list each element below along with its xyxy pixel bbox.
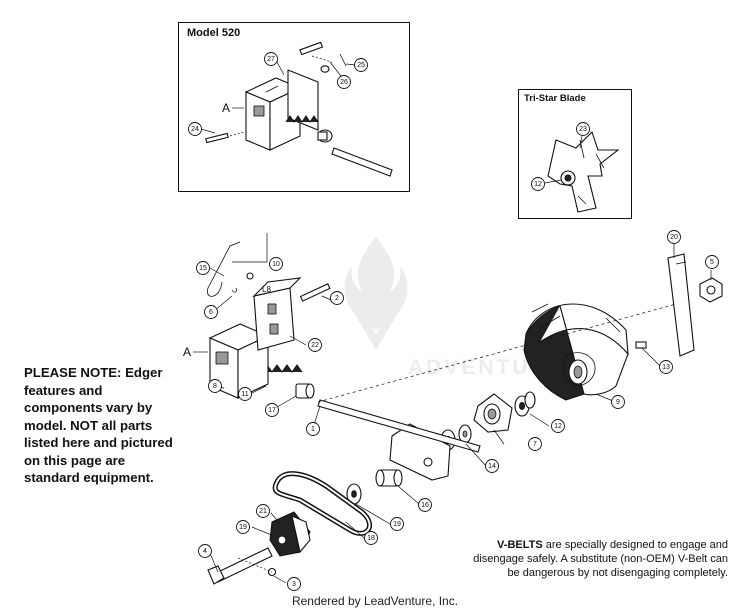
callout-number: 20 — [670, 234, 678, 241]
callout-number: 23 — [579, 126, 587, 133]
callout-6: 6 — [204, 305, 218, 319]
part-idler-bracket — [269, 511, 311, 557]
part-bracket-bar — [667, 253, 695, 357]
callout-21: 21 — [256, 504, 270, 518]
callout-19: 19 — [236, 520, 250, 534]
vbelt-warning: V-BELTS are specially designed to engage… — [460, 538, 728, 580]
callout-11: 11 — [238, 387, 252, 401]
callout-number: 5 — [710, 259, 714, 266]
reference-label-main: A — [183, 345, 191, 359]
callout-16: 16 — [418, 498, 432, 512]
callout-number: 27 — [267, 56, 275, 63]
callout-number: 16 — [421, 502, 429, 509]
callout-number: 1 — [311, 426, 315, 433]
callout-14: 14 — [485, 459, 499, 473]
part-blade-guard — [523, 303, 629, 401]
callout-number: 7 — [533, 441, 537, 448]
callout-15: 15 — [196, 261, 210, 275]
callout-number: 17 — [268, 407, 276, 414]
part-bolt — [207, 547, 273, 585]
callout-number: 24 — [191, 126, 199, 133]
callout-number: 4 — [203, 548, 207, 555]
callout-number: 21 — [259, 508, 267, 515]
svg-text:L8: L8 — [262, 285, 271, 294]
callout-number: 15 — [199, 265, 207, 272]
callout-number: 19 — [239, 524, 247, 531]
callout-4: 4 — [198, 544, 212, 558]
watermark-text: ADVENTURE — [408, 356, 566, 379]
callout-24: 24 — [188, 122, 202, 136]
callout-number: 26 — [340, 79, 348, 86]
callout-22: 22 — [308, 338, 322, 352]
callout-8: 8 — [208, 379, 222, 393]
callout-7: 7 — [528, 437, 542, 451]
edger-note: PLEASE NOTE: Edger features and componen… — [24, 365, 173, 485]
model-520-assembly: A — [200, 41, 393, 177]
part-spacer — [375, 469, 403, 487]
callout-3: 3 — [287, 577, 301, 591]
callout-number: 13 — [662, 364, 670, 371]
inset-title-blade: Tri-Star Blade — [524, 93, 586, 104]
callout-number: 22 — [311, 342, 319, 349]
footer-credit: Rendered by LeadVenture, Inc. — [291, 594, 459, 608]
callout-10: 10 — [269, 257, 283, 271]
main-assembly: L8 A — [183, 233, 723, 585]
callout-number: 14 — [488, 463, 496, 470]
callout-number: 12 — [554, 423, 562, 430]
flame-icon — [344, 236, 408, 330]
callout-number: 6 — [209, 309, 213, 316]
callout-13: 13 — [659, 360, 673, 374]
callout-12: 12 — [551, 419, 565, 433]
callout-26: 26 — [337, 75, 351, 89]
callout-20: 20 — [667, 230, 681, 244]
callout-12: 12 — [531, 177, 545, 191]
reference-label-model: A — [222, 101, 230, 115]
callout-9: 9 — [611, 395, 625, 409]
callout-23: 23 — [576, 122, 590, 136]
callout-number: 18 — [367, 535, 375, 542]
callout-18: 18 — [364, 531, 378, 545]
tri-star-blade — [544, 130, 620, 213]
callout-number: 12 — [534, 181, 542, 188]
callout-number: 19 — [393, 521, 401, 528]
vbelt-warning-bold: V-BELTS — [497, 539, 543, 551]
callout-17: 17 — [265, 403, 279, 417]
callout-1: 1 — [306, 422, 320, 436]
callout-19: 19 — [390, 517, 404, 531]
callout-number: 25 — [357, 62, 365, 69]
inset-title-model: Model 520 — [187, 27, 241, 39]
callout-25: 25 — [354, 58, 368, 72]
callout-number: 9 — [616, 399, 620, 406]
callout-number: 11 — [241, 391, 248, 398]
part-flange — [473, 393, 513, 433]
callout-number: 10 — [272, 261, 280, 268]
part-housing: L8 — [208, 277, 302, 399]
spring-model — [285, 115, 319, 123]
callout-number: 2 — [335, 295, 339, 302]
callout-number: 8 — [213, 383, 217, 390]
callout-27: 27 — [264, 52, 278, 66]
callout-number: 3 — [292, 581, 296, 588]
callout-2: 2 — [330, 291, 344, 305]
vbelt-warning-text: are specially designed to engage and dis… — [473, 539, 728, 579]
callout-5: 5 — [705, 255, 719, 269]
part-shaft — [317, 399, 481, 453]
